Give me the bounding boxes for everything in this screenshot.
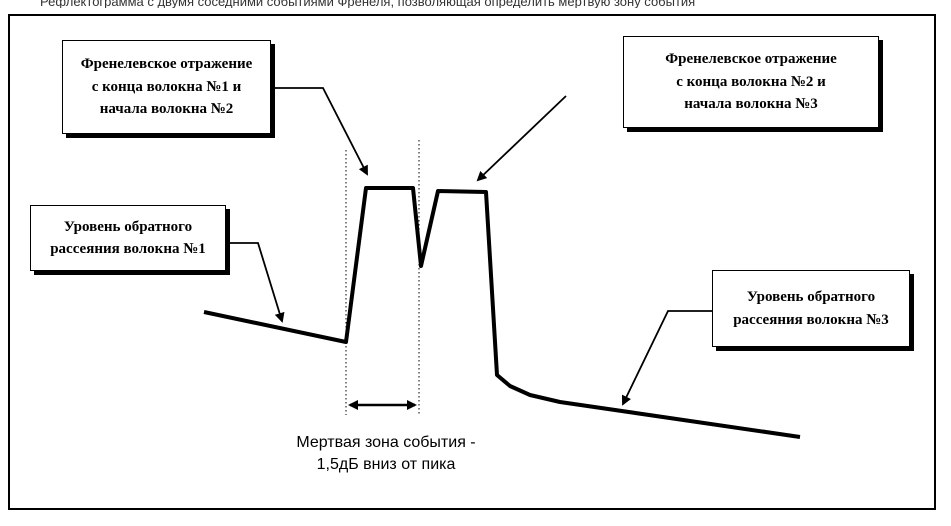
callout-backscatter-3-line-1: Уровень обратного (746, 289, 876, 305)
callout-fresnel-1-line-3: начала волокна №2 (99, 101, 234, 118)
callout-fresnel-2-line-1: Френелевское отражение (665, 51, 837, 68)
dead-zone-caption-line-2: 1,5дБ вниз от пика (316, 455, 456, 473)
callout-backscatter-3: Уровень обратного рассеяния волокна №3 (712, 270, 910, 347)
leader-fresnel-1 (273, 87, 368, 176)
callout-backscatter-1: Уровень обратного рассеяния волокна №1 (30, 205, 226, 271)
top-caption: Рефлектограмма с двумя соседними события… (40, 0, 696, 8)
callout-fresnel-2-line-2: с конца волокна №2 и (676, 73, 826, 90)
leader-backscatter-1 (228, 242, 285, 323)
dead-zone-caption-line-1: Мертвая зона события - (296, 434, 476, 451)
callout-backscatter-3-line-2: рассеяния волокна №3 (733, 311, 889, 328)
leader-backscatter-3 (621, 310, 713, 406)
callout-fresnel-1-line-2: с конца волокна №1 и (91, 78, 242, 95)
callout-backscatter-1-line-1: Уровень обратного (63, 218, 193, 235)
dead-zone-caption: Мертвая зона события - 1,5дБ вниз от пик… (236, 432, 536, 475)
callout-backscatter-1-line-2: рассеяния волокна №1 (50, 241, 206, 257)
leader-fresnel-2 (476, 95, 567, 182)
callout-fresnel-2-line-3: начала волокна №3 (684, 96, 818, 113)
callout-fresnel-1: Френелевское отражение с конца волокна №… (62, 40, 271, 134)
diagram-frame (8, 14, 936, 510)
callout-fresnel-1-line-1: Френелевское отражение (80, 56, 253, 73)
otdr-trace (203, 186, 801, 439)
callout-fresnel-2: Френелевское отражение с конца волокна №… (623, 36, 879, 128)
